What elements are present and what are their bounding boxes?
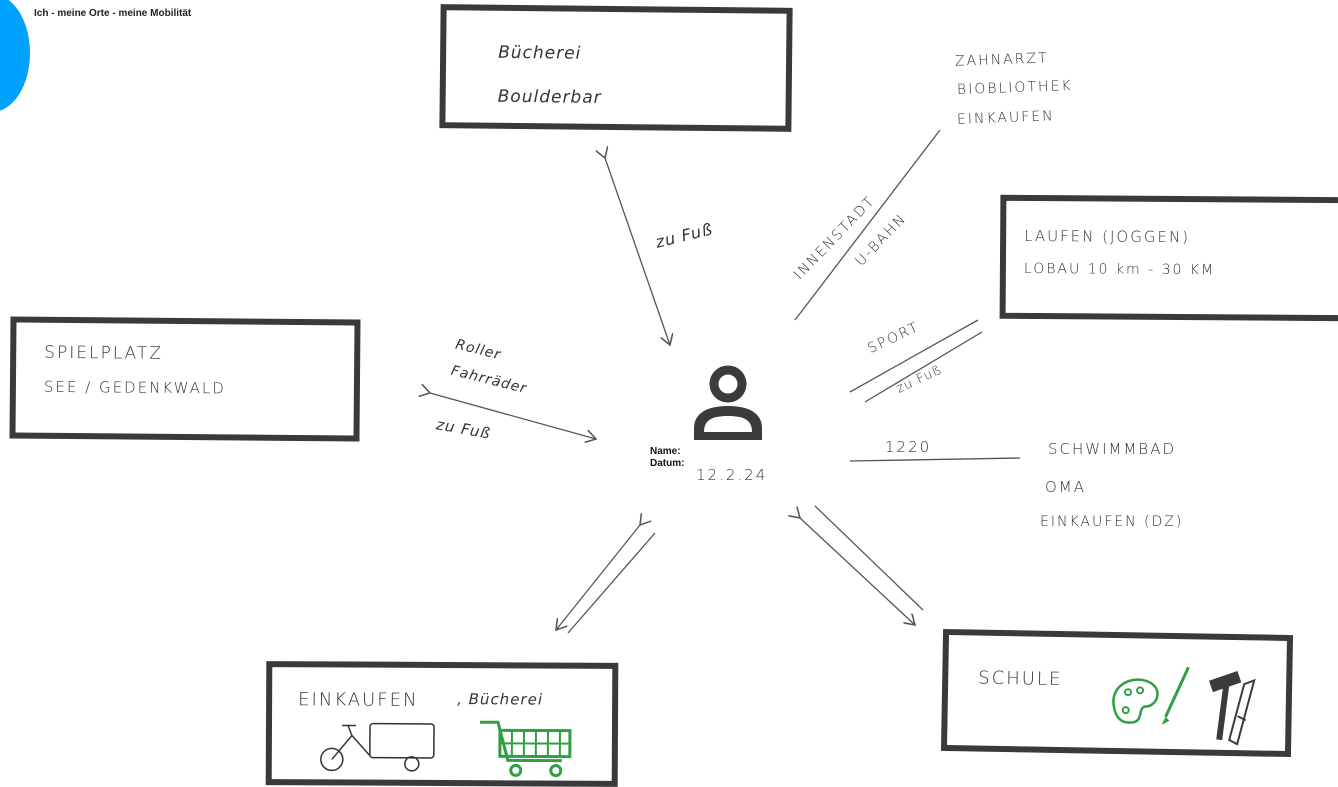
box-left: SPIELPLATZ SEE / GEDENKWALD <box>9 316 361 442</box>
box-bottom-right-line1: SCHULE <box>978 667 1063 691</box>
arrow-bottom-left-2 <box>567 532 656 634</box>
brush-icon <box>1161 666 1190 725</box>
line-right-mid <box>849 457 1021 462</box>
box-top-line2: Boulderbar <box>497 86 602 108</box>
shopping-cart-icon <box>480 720 572 778</box>
person-icon <box>694 365 762 440</box>
box-bottom-left-line2: , Bücherei <box>457 690 544 709</box>
box-right-line2: LOBAU 10 km - 30 KM <box>1023 260 1216 279</box>
line-right-upper-2 <box>864 331 983 403</box>
note-right-mid-2: OMA <box>1045 478 1087 496</box>
cargo-bike-icon <box>320 722 435 772</box>
note-right-mid-1: SCHWIMMBAD <box>1048 440 1177 458</box>
date-value: 12.2.24 <box>696 466 768 484</box>
box-right-line1: LAUFEN (JOGGEN) <box>1024 226 1191 247</box>
note-right-mid-3: EINKAUFEN (DZ) <box>1040 514 1184 530</box>
box-top: Bücherei Boulderbar <box>439 4 793 132</box>
name-label: Name: <box>650 446 681 457</box>
arrow-bottom-right-2 <box>814 505 924 611</box>
note-top-right-3: EINKAUFEN <box>956 108 1055 128</box>
hammer-icon <box>1209 670 1242 741</box>
connector-right-mid-label: 1220 <box>885 438 932 456</box>
arrow-bottom-right-1 <box>800 518 915 625</box>
box-top-line1: Bücherei <box>498 42 582 64</box>
page-title: Ich - meine Orte - meine Mobilität <box>34 8 192 19</box>
box-bottom-right: SCHULE <box>940 628 1294 758</box>
box-right: LAUFEN (JOGGEN) LOBAU 10 km - 30 KM <box>999 194 1338 322</box>
arrow-left <box>430 393 596 439</box>
line-right-upper-1 <box>849 319 979 393</box>
note-top-right-1: ZAHNARZT <box>954 50 1049 70</box>
line-top-right <box>794 129 941 321</box>
arrow-top <box>605 158 670 345</box>
box-bottom-left-line1: EINKAUFEN <box>298 689 419 711</box>
box-left-line2: SEE / GEDENKWALD <box>43 377 226 398</box>
arrow-bottom-left-1 <box>556 525 640 630</box>
saw-icon <box>1228 678 1256 746</box>
box-bottom-left: EINKAUFEN , Bücherei <box>265 661 619 787</box>
palette-icon <box>1112 678 1159 724</box>
box-left-line1: SPIELPLATZ <box>44 342 164 364</box>
date-label: Datum: <box>650 458 685 469</box>
